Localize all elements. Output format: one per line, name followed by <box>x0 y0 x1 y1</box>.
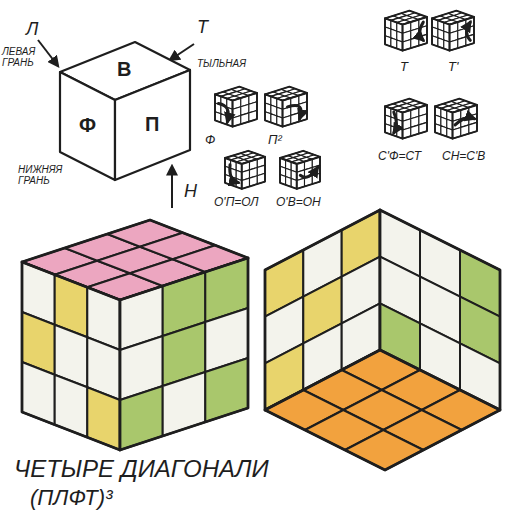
caption: (ПЛФТ)³ <box>30 486 112 510</box>
face-letter: П <box>145 113 159 135</box>
small-cube-right-outline <box>403 105 427 139</box>
face-letter: В <box>117 58 131 80</box>
small-cube-left-outline <box>280 158 297 189</box>
cube-outline <box>60 72 115 180</box>
turn-arrow <box>300 167 317 177</box>
inner-floor <box>345 430 423 470</box>
small-cube-right-outline <box>242 157 265 189</box>
inner-floor-outline <box>265 350 500 470</box>
pointer-arrow <box>38 40 58 66</box>
cube-left-face-outline <box>22 262 120 450</box>
move-formula: О'П=ОЛ <box>214 196 259 209</box>
move-formula: С'Ф=СТ <box>378 150 421 163</box>
cube-right-face <box>205 358 248 422</box>
turn-arrow <box>230 165 239 183</box>
small-cube-right-outline <box>403 17 427 51</box>
turn-arrow <box>420 22 424 40</box>
small-cube-right-outline <box>233 93 257 127</box>
small-cube-right-outline <box>453 105 477 139</box>
title: ЧЕТЫРЕ ДИАГОНАЛИ <box>14 456 269 482</box>
cube-right-face <box>120 386 163 450</box>
face-letter: Н <box>184 182 197 202</box>
small-cube-left-outline <box>225 158 242 189</box>
move-label: Т <box>400 60 408 74</box>
turn-arrow <box>394 112 397 133</box>
pointer-arrow <box>170 44 194 60</box>
move-formula: О'В=ОН <box>276 196 321 209</box>
cube-right-face <box>163 372 206 436</box>
cube-outline <box>115 70 190 180</box>
small-cube-left-outline <box>385 106 403 138</box>
move-label: П² <box>268 133 282 147</box>
turn-arrow <box>219 103 229 122</box>
pointer-arrow <box>171 166 173 208</box>
turn-arrow <box>467 22 471 40</box>
move-formula: СН=С'В <box>442 150 485 163</box>
face-name: НИЖНЯЯ ГРАНЬ <box>18 164 76 186</box>
move-label: Ф <box>205 133 215 147</box>
small-cube-left-outline <box>265 94 283 126</box>
turn-arrow <box>455 118 475 125</box>
turn-arrow <box>288 105 302 118</box>
face-name: ЛЕВАЯ ГРАНЬ <box>2 46 52 68</box>
small-cube-left-outline <box>215 94 233 126</box>
move-label: Т' <box>448 60 458 74</box>
small-cube-right-outline <box>297 157 320 189</box>
face-letter: Л <box>26 20 38 40</box>
small-cube-right-outline <box>283 93 307 127</box>
cube-right-face-outline <box>120 258 248 450</box>
face-name: ТЫЛЬНАЯ <box>197 58 246 69</box>
small-cube-left-outline <box>435 106 453 138</box>
small-cube-left-outline <box>385 18 403 50</box>
small-cube-left-outline <box>432 18 450 50</box>
face-letter: Ф <box>79 114 96 136</box>
small-cube-right-outline <box>450 17 474 51</box>
face-letter: Т <box>197 18 208 38</box>
